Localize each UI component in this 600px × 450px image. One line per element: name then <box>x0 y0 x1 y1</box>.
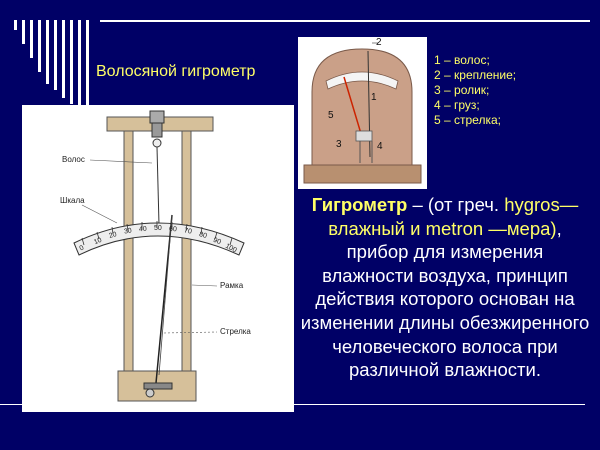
screw <box>149 110 165 124</box>
bottom-divider <box>0 404 585 405</box>
parts-legend: 1 – волос; 2 – крепление; 3 – ролик; 4 –… <box>434 53 516 128</box>
term: Гигрометр <box>311 194 408 215</box>
scale-mark: 40 <box>138 225 148 234</box>
legend-item: 1 – волос; <box>434 53 490 67</box>
marker-2: 2 <box>376 37 382 48</box>
case <box>311 48 413 168</box>
marker-4: 4 <box>377 141 383 152</box>
roller <box>152 138 162 148</box>
hygrometer-photo: 2 1 5 3 4 <box>298 37 427 189</box>
scale-mark: 70 <box>183 227 193 236</box>
dial <box>325 71 399 90</box>
marker-1: 1 <box>371 92 377 103</box>
frame-left <box>123 130 134 372</box>
hair <box>156 146 160 226</box>
base <box>303 164 422 184</box>
label-pointer: Стрелка <box>220 327 251 336</box>
etymology: hygros—влажный и metron —мера) <box>328 194 579 239</box>
legend-item: 5 – стрелка; <box>434 113 501 127</box>
needle <box>343 76 363 138</box>
scale-ticks <box>81 221 233 246</box>
marker-3: 3 <box>336 139 342 150</box>
top-divider <box>100 20 590 22</box>
slide-title: Волосяной гигрометр <box>96 63 256 80</box>
frame-right <box>181 130 192 372</box>
scale-mark: 60 <box>168 225 178 234</box>
scale-mark: 30 <box>123 227 133 236</box>
hygrometer-drawing <box>73 110 245 402</box>
label-hair: Волос <box>62 155 85 164</box>
definition-text: Гигрометр – (от греч. hygros—влажный и m… <box>300 194 590 381</box>
legend-item: 2 – крепление; <box>434 68 517 82</box>
decorative-stripes <box>14 20 89 110</box>
scale-mark: 50 <box>154 225 162 232</box>
legend-item: 4 – груз; <box>434 98 480 112</box>
label-frame: Рамка <box>220 281 244 290</box>
label-scale: Шкала <box>60 196 85 205</box>
hygrometer-diagram: Волос Шкала Рамка Стрелка 0 10 20 30 40 … <box>22 105 294 412</box>
pointer-base <box>143 382 173 390</box>
legend-item: 3 – ролик; <box>434 83 490 97</box>
hygrometer-photo-drawing <box>298 37 427 189</box>
marker-5: 5 <box>328 110 334 121</box>
